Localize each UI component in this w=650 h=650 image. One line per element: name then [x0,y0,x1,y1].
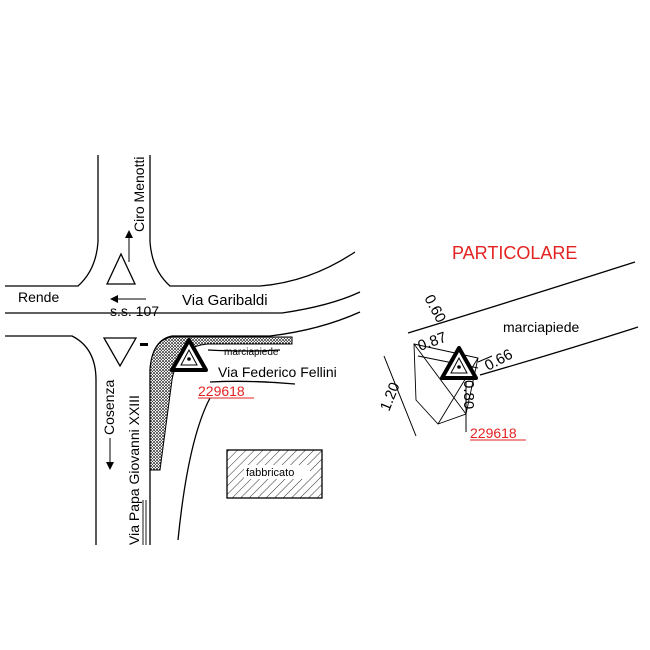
ciro-menotti-road-right-edge [149,155,356,287]
detail-title: PARTICOLARE [452,243,577,263]
curb-mark [140,343,148,346]
street-label-garibaldi: Via Garibaldi [182,292,268,309]
building-label: fabbricato [246,467,294,479]
traffic-island-south [102,337,138,368]
building-label-bg [244,465,310,479]
dim-line-066 [477,355,493,363]
fellini-road-edge-upper [207,349,281,352]
detail-marker-code: 229618 [470,425,517,441]
detail-dimension-box [413,343,479,425]
detail-road-edge-lower [479,326,639,376]
warning-triangle-icon [170,338,208,372]
street-label-papa-giovanni: Via Papa Giovanni XXIII [126,395,142,545]
detail-dimension-diag-1 [413,343,467,415]
detail-view: PARTICOLARE 0.60 0.87 0.66 1.20 0.80 mar… [377,243,639,441]
detail-road-edge-upper [407,261,636,334]
fellini-branch-curve [177,397,211,541]
street-label-ciro-menotti: Ciro Menotti [131,157,147,232]
dim-label-060: 0.60 [420,292,449,326]
arrow-down-icon [106,438,114,470]
traffic-island-north [105,252,137,285]
ciro-menotti-road-left-edge [5,155,99,287]
marker-code: 229618 [198,383,245,399]
fellini-road-edge-lower [209,380,296,385]
dim-line-120 [383,355,417,437]
arrow-up-icon [125,230,133,262]
street-plan: Rende s.s. 107 Via Garibaldi Ciro Menott… [5,155,361,545]
arrow-left-icon [110,295,146,303]
sidewalk-label: marciapiede [224,347,279,358]
detail-sidewalk-label: marciapiede [503,319,579,335]
dim-label-120: 1.20 [377,380,404,413]
street-label-fellini: Via Federico Fellini [218,364,337,380]
dim-label-080: 0.80 [460,380,477,409]
rende-road-lower-edge [5,335,97,545]
detail-warning-triangle-icon [440,346,478,380]
street-label-rende: Rende [18,289,59,305]
street-label-ss107: s.s. 107 [110,303,159,319]
street-label-cosenza: Cosenza [101,380,117,435]
garibaldi-road-lower-edge [5,291,361,314]
